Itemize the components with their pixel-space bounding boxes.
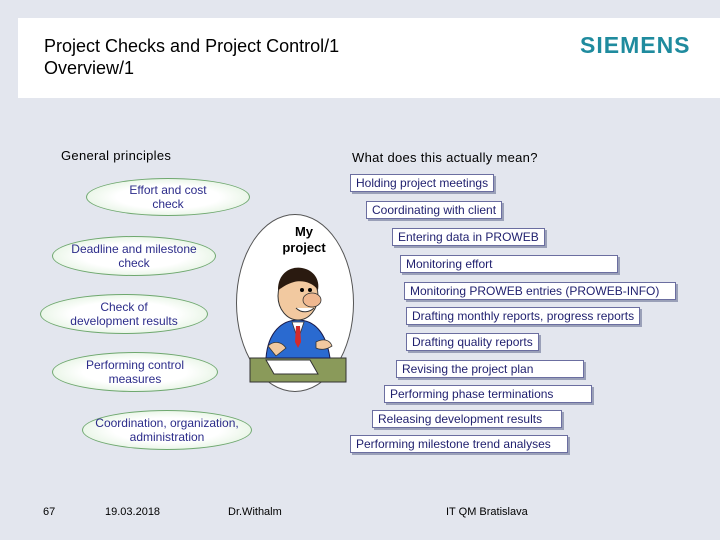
left-heading: General principles xyxy=(61,148,172,163)
activity-milestone-trend: Performing milestone trend analyses xyxy=(350,435,568,453)
principle-deadline-milestone: Deadline and milestone check xyxy=(52,236,216,276)
siemens-logo: SIEMENS xyxy=(580,32,691,58)
footer-date: 19.03.2018 xyxy=(105,506,161,518)
footer-author: Dr.Withalm xyxy=(228,506,282,518)
title-line-1: Project Checks and Project Control/1 xyxy=(44,36,340,56)
principle-coordination: Coordination, organization, administrati… xyxy=(82,410,252,450)
principle-control-measures: Performing control measures xyxy=(52,352,218,392)
title-line-2: Overview/1 xyxy=(44,58,135,78)
activity-phase-terminations: Performing phase terminations xyxy=(384,385,592,403)
footer-organization: IT QM Bratislava xyxy=(446,506,528,518)
activity-quality-reports: Drafting quality reports xyxy=(406,333,539,351)
activity-releasing-results: Releasing development results xyxy=(372,410,562,428)
header-bar: Project Checks and Project Control/1 Ove… xyxy=(18,18,720,98)
activity-monitoring-effort: Monitoring effort xyxy=(400,255,618,273)
slide-title: Project Checks and Project Control/1 Ove… xyxy=(44,35,339,79)
principle-development-results: Check of development results xyxy=(40,294,208,334)
my-project-label: My project xyxy=(282,224,326,255)
right-heading: What does this actually mean? xyxy=(352,150,538,165)
activity-entering-data: Entering data in PROWEB xyxy=(392,228,545,246)
principle-effort-cost: Effort and cost check xyxy=(86,178,250,216)
activity-monthly-reports: Drafting monthly reports, progress repor… xyxy=(406,307,641,325)
activity-revising-plan: Revising the project plan xyxy=(396,360,584,378)
activity-coordinating-client: Coordinating with client xyxy=(366,201,503,219)
footer-page-number: 67 xyxy=(43,506,56,518)
project-manager-illustration xyxy=(249,267,347,383)
activity-monitoring-proweb: Monitoring PROWEB entries (PROWEB-INFO) xyxy=(404,282,676,300)
activity-project-meetings: Holding project meetings xyxy=(350,174,495,192)
